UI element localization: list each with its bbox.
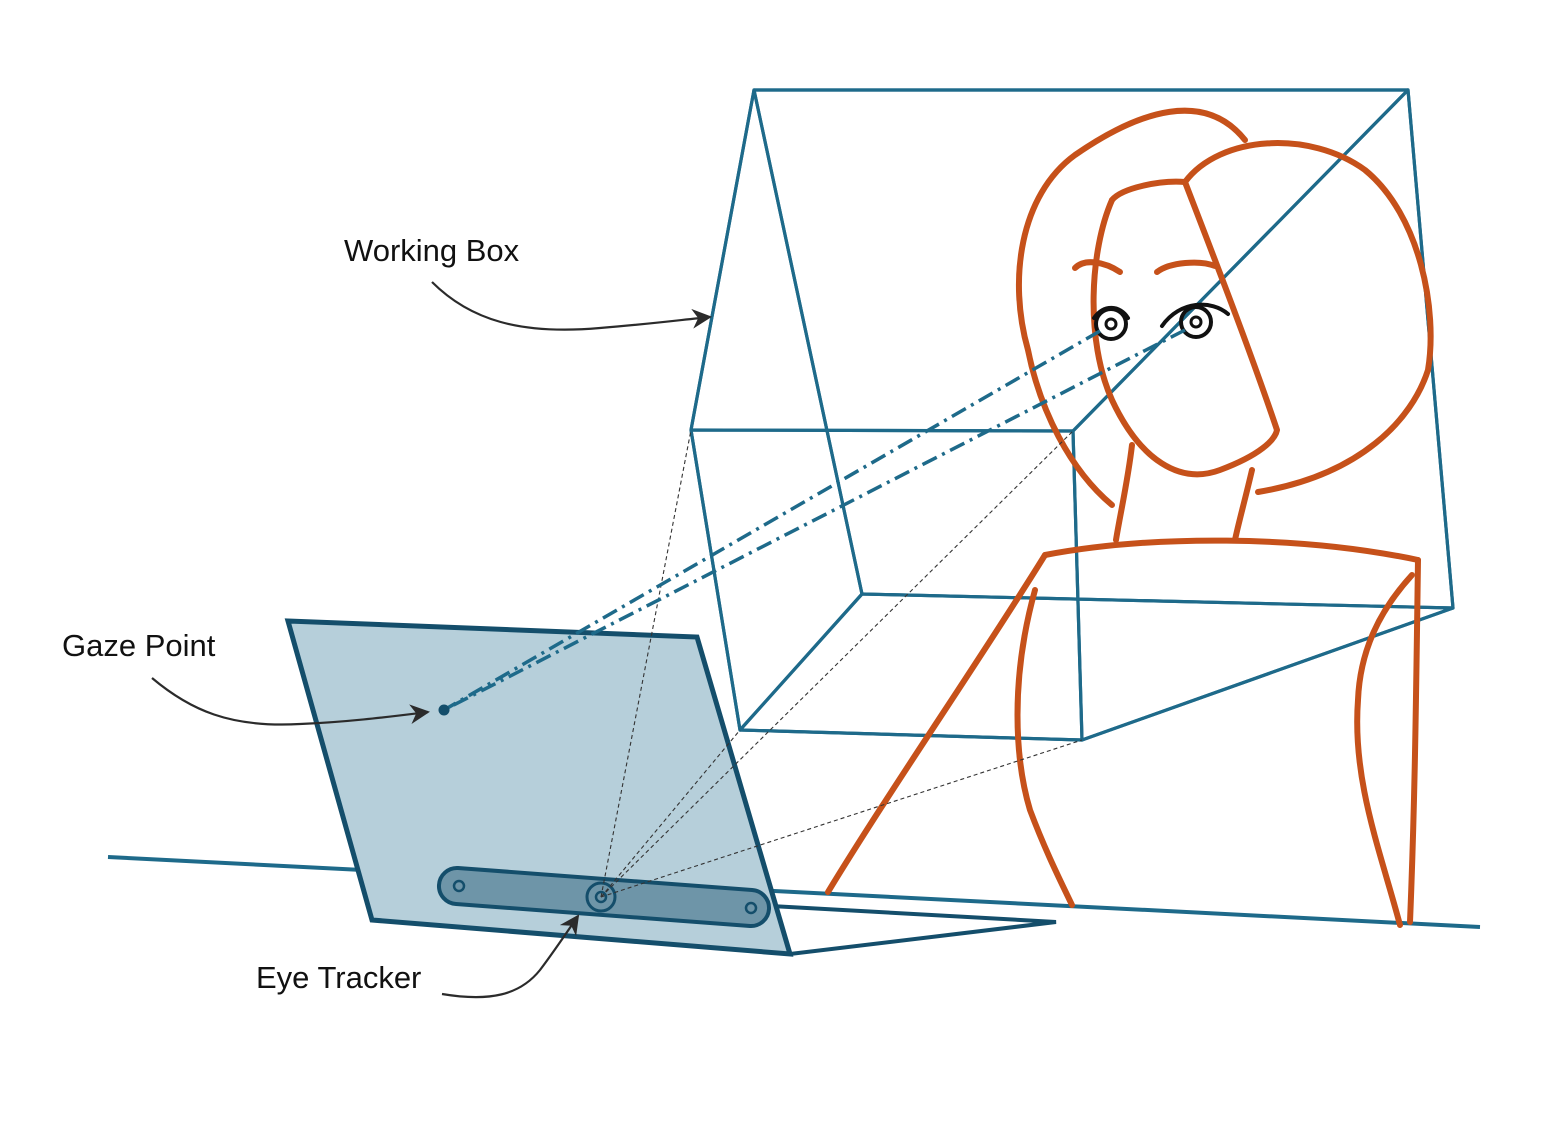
tracker-led-right xyxy=(744,901,758,915)
fov-line xyxy=(600,429,692,898)
working-box xyxy=(689,88,1455,742)
working-box-arrow xyxy=(431,281,712,331)
face-outline xyxy=(1090,179,1280,478)
fov-line xyxy=(600,729,741,898)
working-box-bottom-face xyxy=(738,592,1455,742)
gaze-point-dot xyxy=(438,704,450,716)
left-arm-inner xyxy=(1014,587,1075,908)
eye-tracker-bar xyxy=(436,865,772,929)
annotation-working-box: Working Box xyxy=(344,233,712,331)
working-box-left-face xyxy=(689,88,864,732)
right-eye xyxy=(1179,305,1213,339)
working-box-back-face xyxy=(752,88,1455,610)
right-eye-lid xyxy=(1160,302,1230,328)
tracker-led-left xyxy=(452,879,466,893)
laptop xyxy=(284,618,1057,957)
gaze-lines xyxy=(438,328,1186,716)
tracker-camera-inner xyxy=(594,890,608,904)
working-box-label: Working Box xyxy=(344,233,520,268)
left-arm-outer xyxy=(825,552,1048,895)
working-box-top-face xyxy=(689,88,1410,433)
eye-tracker-device xyxy=(436,865,772,929)
neck-right xyxy=(1232,467,1255,543)
hair-part xyxy=(1109,178,1188,203)
right-arm-inner xyxy=(1354,572,1415,928)
hair-right xyxy=(1182,140,1434,495)
right-pupil xyxy=(1189,315,1203,329)
hair-left xyxy=(1015,107,1248,508)
shoulders xyxy=(1042,537,1421,563)
fov-line xyxy=(600,430,1074,898)
right-eyebrow xyxy=(1154,259,1218,275)
left-eyebrow xyxy=(1072,259,1123,275)
floor-line xyxy=(107,855,1481,929)
laptop-screen xyxy=(284,618,794,957)
left-eye-lid xyxy=(1092,305,1130,320)
gaze-point-arrow xyxy=(151,677,430,726)
fov-line xyxy=(600,739,1083,898)
gaze-point-label: Gaze Point xyxy=(62,628,216,663)
eye-tracker-arrow xyxy=(441,914,580,999)
eyes xyxy=(1092,302,1230,341)
person-figure xyxy=(825,107,1434,928)
annotation-eye-tracker: Eye Tracker xyxy=(256,914,580,999)
tracker-field-of-view xyxy=(600,429,1083,898)
right-arm-outer xyxy=(1407,557,1421,925)
eye-tracker-label: Eye Tracker xyxy=(256,960,421,995)
annotation-gaze-point: Gaze Point xyxy=(62,628,430,726)
gaze-line-right-eye xyxy=(443,328,1186,712)
left-pupil xyxy=(1104,317,1118,331)
tracker-camera-outer xyxy=(585,881,617,913)
gaze-line-left-eye xyxy=(443,329,1101,712)
neck-left xyxy=(1113,442,1135,543)
